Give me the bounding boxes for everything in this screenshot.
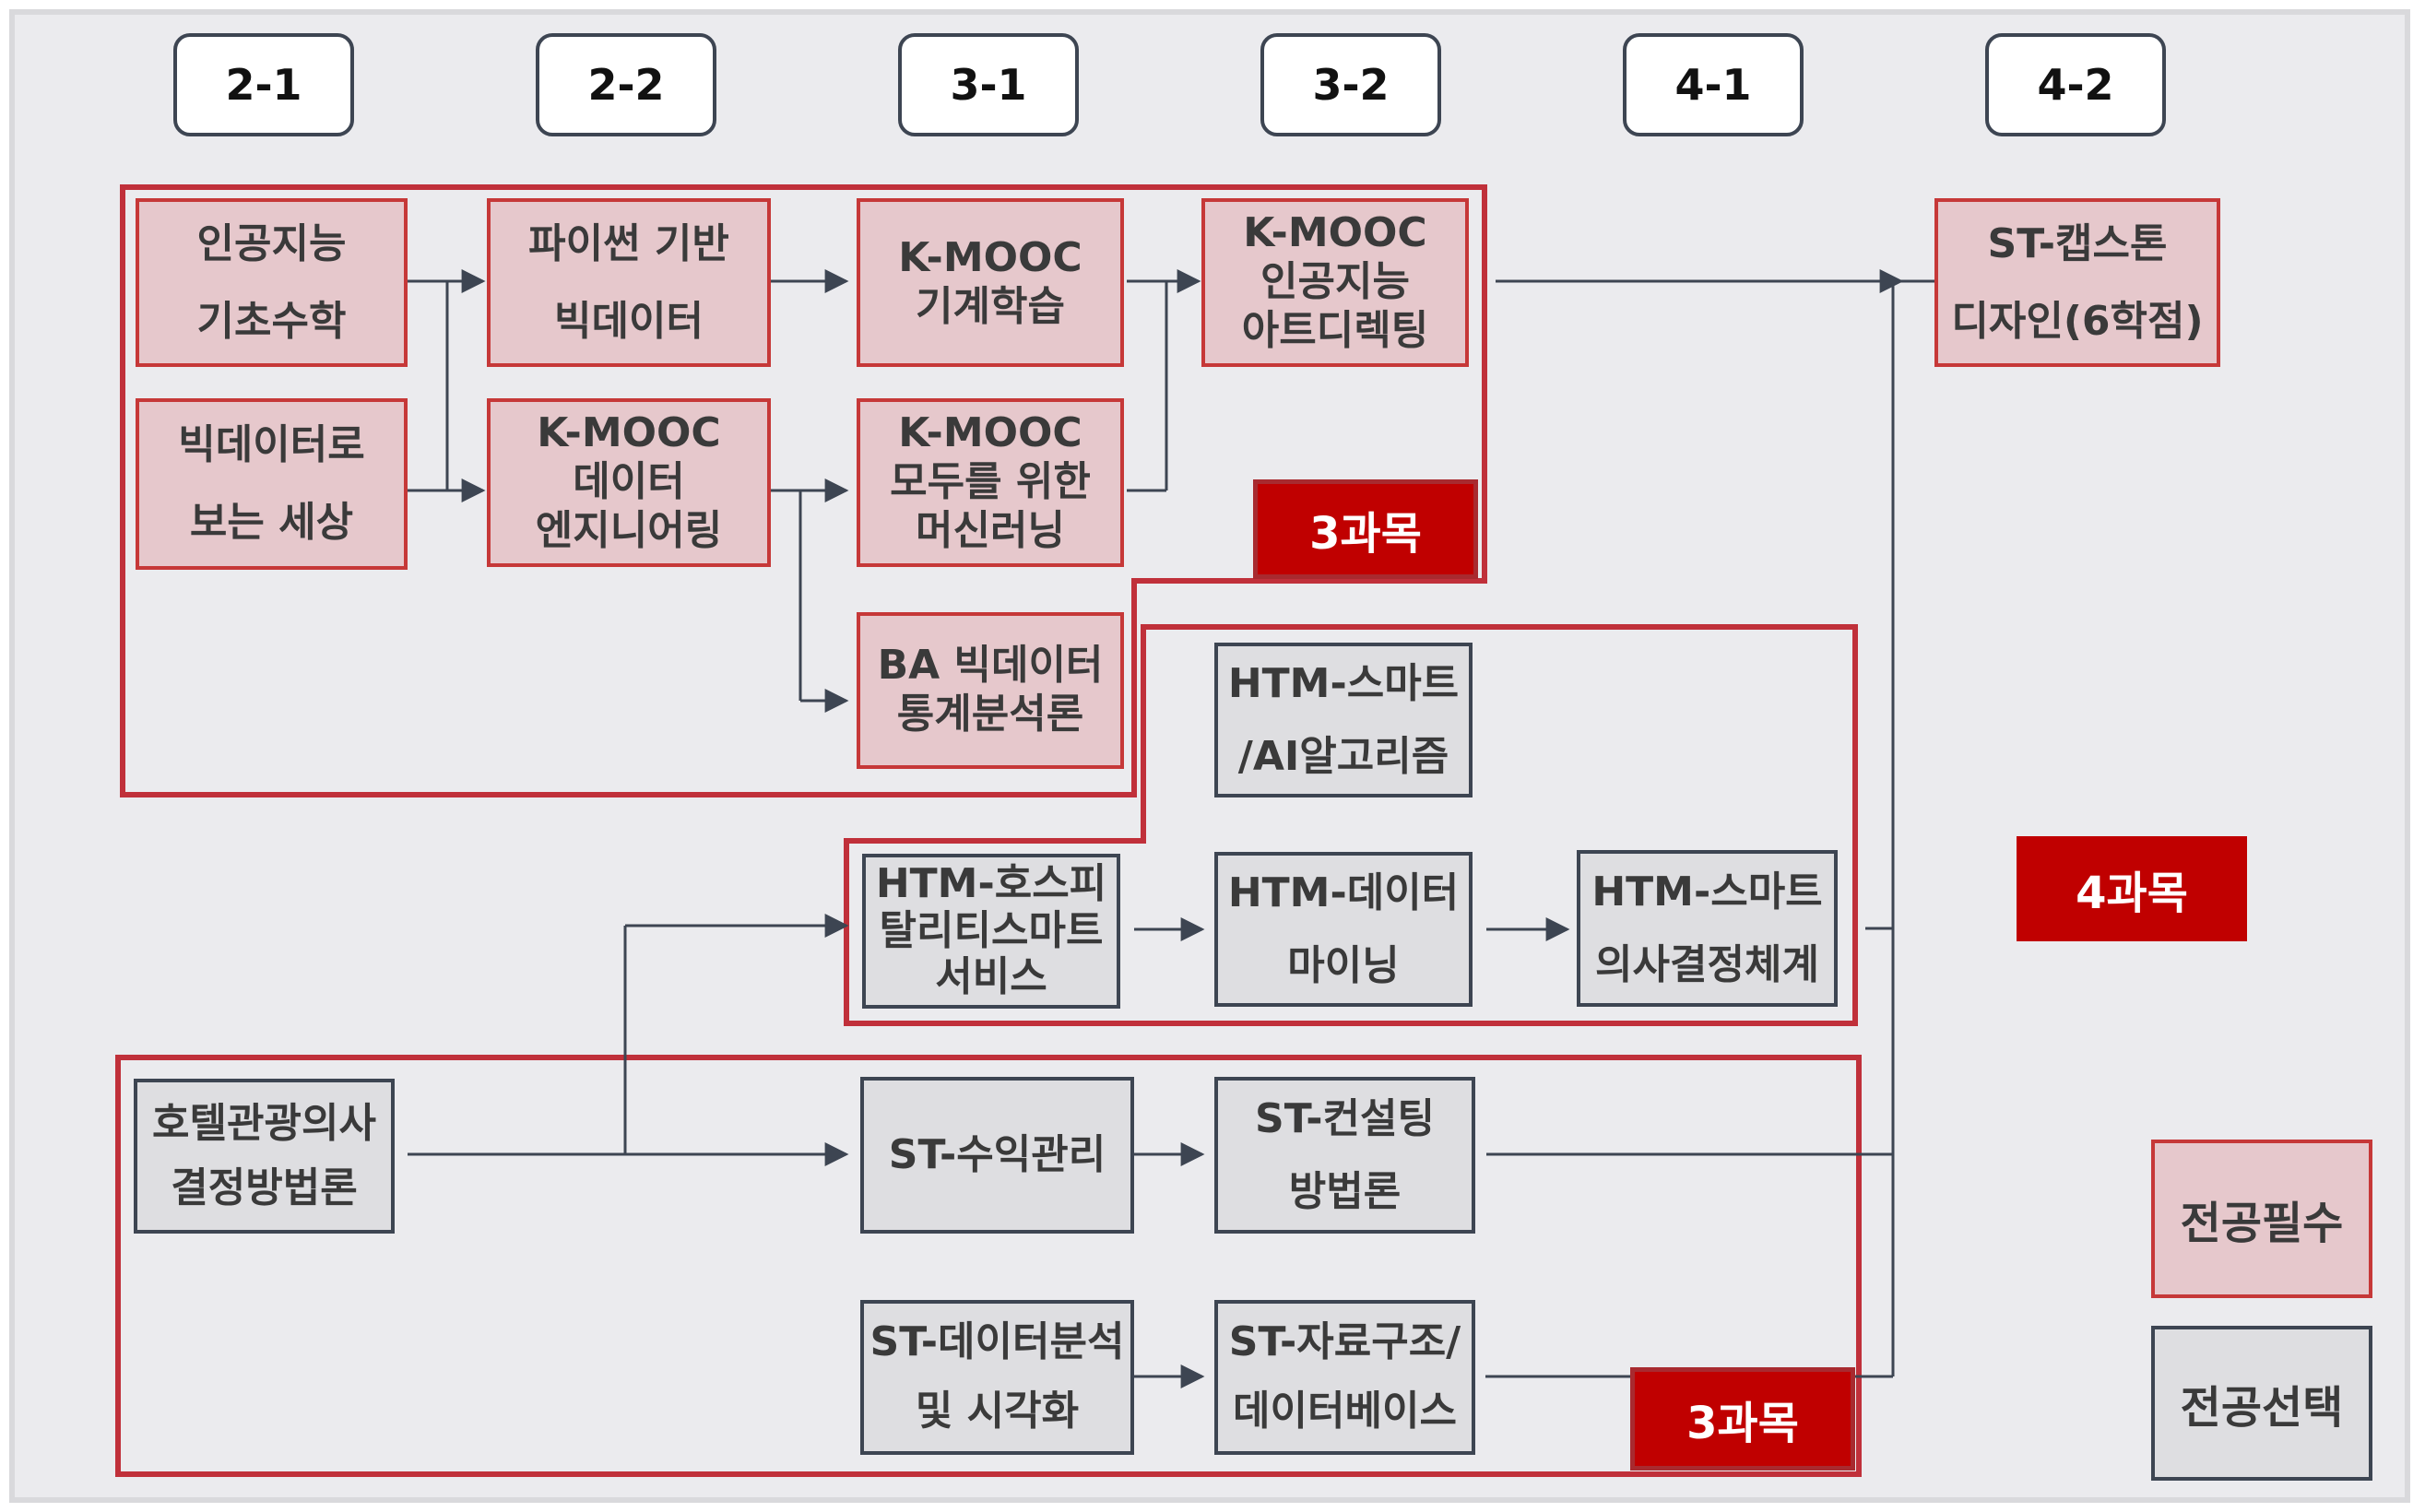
course-python-bigdata: 파이썬 기반 빅데이터 xyxy=(487,198,771,367)
course-line: 결정방법론 xyxy=(171,1164,358,1211)
course-line: 빅데이터로 xyxy=(178,421,365,469)
course-line: K-MOOC xyxy=(537,409,721,457)
legend-required: 전공필수 xyxy=(2151,1140,2372,1298)
course-st-revenue-management: ST-수익관리 xyxy=(860,1077,1134,1234)
legend-elective: 전공선택 xyxy=(2151,1326,2372,1481)
course-htm-smart-ai-algorithm: HTM-스마트 /AI알고리즘 xyxy=(1214,643,1473,797)
course-line: ST-컨설팅 xyxy=(1255,1094,1435,1142)
course-line: K-MOOC xyxy=(1243,209,1427,257)
course-line: 모두를 위한 xyxy=(890,458,1091,506)
course-line: 의사결정체계 xyxy=(1595,941,1819,988)
course-line: 서비스 xyxy=(935,953,1047,1001)
course-line: 디자인(6학점) xyxy=(1951,297,2204,345)
course-st-data-structure-database: ST-자료구조/ 데이터베이스 xyxy=(1214,1300,1475,1455)
course-htm-hospitality-smart-service: HTM-호스피 탈리티스마트 서비스 xyxy=(862,854,1120,1009)
course-line: 데이터베이스 xyxy=(1233,1388,1457,1435)
course-kmooc-ai-art-directing: K-MOOC 인공지능 아트디렉팅 xyxy=(1201,198,1469,367)
course-line: ST-데이터분석 xyxy=(869,1318,1125,1366)
course-line: 인공지능 xyxy=(196,219,347,267)
course-line: 통계분석론 xyxy=(896,691,1084,738)
course-line: 데이터 xyxy=(573,458,685,506)
course-line: 인공지능 xyxy=(1260,258,1410,306)
semester-4-2: 4-2 xyxy=(1985,33,2166,136)
course-kmooc-machine-learning: K-MOOC 기계학습 xyxy=(857,198,1124,367)
course-bigdata-world: 빅데이터로 보는 세상 xyxy=(136,398,408,570)
semester-2-2: 2-2 xyxy=(536,33,716,136)
course-htm-data-mining: HTM-데이터 마이닝 xyxy=(1214,852,1473,1007)
course-kmooc-ml-for-all: K-MOOC 모두를 위한 머신러닝 xyxy=(857,398,1124,567)
group2-count-badge: 4과목 xyxy=(2017,836,2247,941)
semester-3-1: 3-1 xyxy=(898,33,1079,136)
course-line: /AI알고리즘 xyxy=(1237,733,1449,780)
course-hotel-tourism-decision: 호텔관광의사 결정방법론 xyxy=(134,1079,395,1234)
course-line: BA 빅데이터 xyxy=(877,642,1104,690)
course-htm-smart-decision-system: HTM-스마트 의사결정체계 xyxy=(1577,850,1838,1007)
group1-outline xyxy=(120,184,1487,797)
course-line: 보는 세상 xyxy=(189,499,354,546)
semester-4-1: 4-1 xyxy=(1623,33,1804,136)
course-st-capstone-design: ST-캡스톤 디자인(6학점) xyxy=(1934,198,2220,367)
semester-3-2: 3-2 xyxy=(1260,33,1441,136)
course-line: 기계학습 xyxy=(916,282,1065,330)
course-line: 아트디렉팅 xyxy=(1241,306,1429,354)
course-line: 탈리티스마트 xyxy=(879,906,1104,954)
course-line: ST-캡스톤 xyxy=(1987,219,2168,267)
course-line: 마이닝 xyxy=(1287,942,1400,989)
group3-outline xyxy=(115,1055,1862,1477)
course-line: HTM-호스피 xyxy=(875,860,1107,908)
course-ba-bigdata-statistics: BA 빅데이터 통계분석론 xyxy=(857,612,1124,769)
course-kmooc-data-engineering: K-MOOC 데이터 엔지니어링 xyxy=(487,398,771,567)
semester-2-1: 2-1 xyxy=(173,33,354,136)
course-line: ST-수익관리 xyxy=(888,1130,1106,1178)
course-line: 기초수학 xyxy=(196,297,347,345)
group3-count-badge: 3과목 xyxy=(1630,1367,1855,1471)
course-line: 방법론 xyxy=(1288,1168,1402,1215)
course-line: K-MOOC xyxy=(898,409,1082,457)
course-line: ST-자료구조/ xyxy=(1228,1318,1461,1366)
course-st-consulting-methodology: ST-컨설팅 방법론 xyxy=(1214,1077,1475,1234)
course-line: 호텔관광의사 xyxy=(152,1099,376,1147)
course-line: 및 시각화 xyxy=(915,1388,1080,1435)
course-line: 빅데이터 xyxy=(554,297,704,345)
course-line: 파이썬 기반 xyxy=(528,219,729,267)
course-line: 엔지니어링 xyxy=(535,506,723,554)
course-line: 머신러닝 xyxy=(916,506,1065,554)
course-st-data-analysis-visualization: ST-데이터분석 및 시각화 xyxy=(860,1300,1134,1455)
course-line: HTM-스마트 xyxy=(1591,868,1823,915)
group2-outline xyxy=(844,624,1858,1026)
course-line: HTM-데이터 xyxy=(1227,868,1460,916)
course-line: HTM-스마트 xyxy=(1227,659,1460,707)
course-line: K-MOOC xyxy=(898,233,1082,281)
course-ai-basic-math: 인공지능 기초수학 xyxy=(136,198,408,367)
group1-count-badge: 3과목 xyxy=(1253,479,1478,579)
